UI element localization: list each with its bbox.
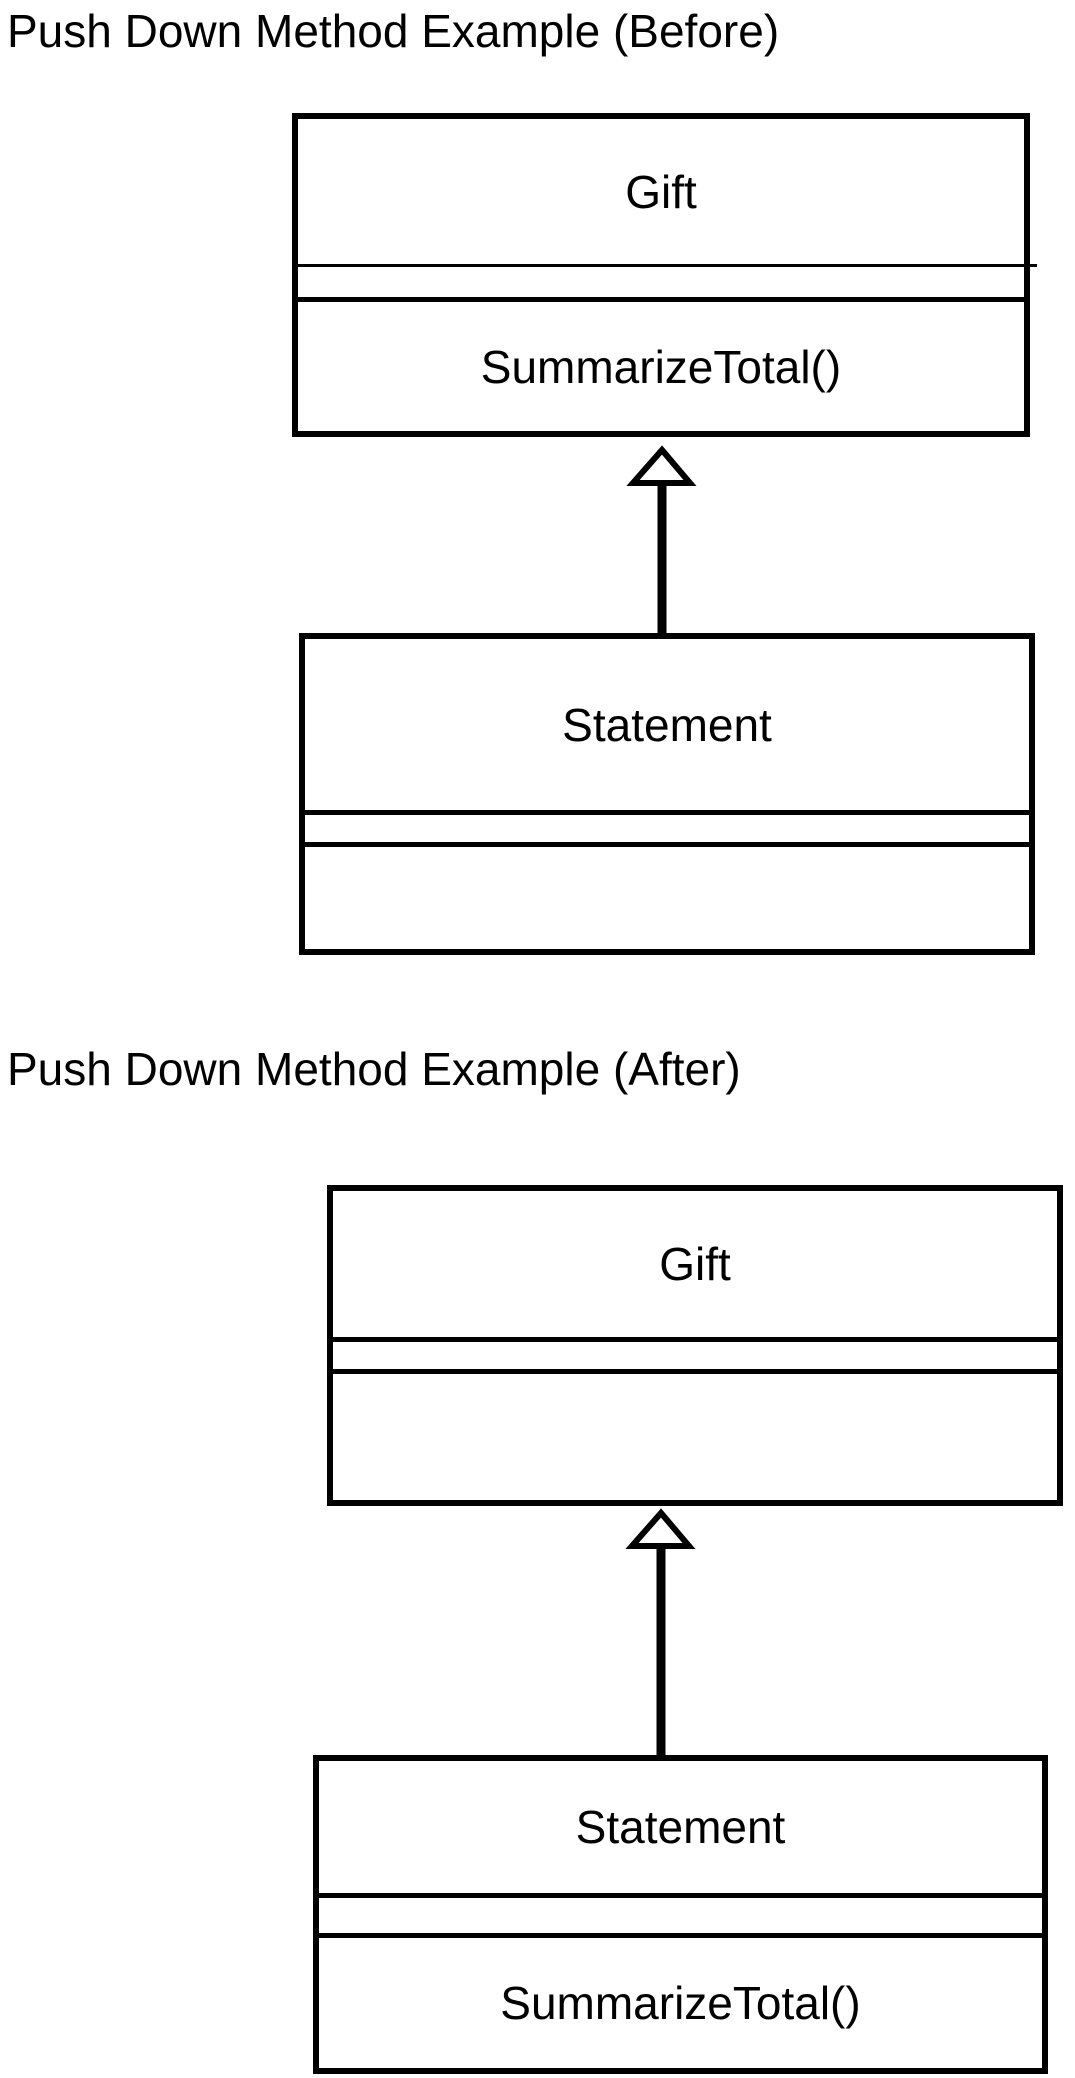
compartment-divider (305, 842, 1029, 847)
class-name-label: Statement (562, 698, 772, 751)
compartment-divider (298, 264, 1037, 267)
compartment-divider (333, 1369, 1057, 1374)
class-name-compartment: Gift (333, 1191, 1057, 1337)
class-name-compartment: Gift (298, 119, 1024, 264)
inheritance-arrow-after (625, 1508, 696, 1755)
methods-compartment (305, 847, 1029, 949)
class-name-compartment: Statement (305, 639, 1029, 810)
compartment-divider (298, 297, 1024, 302)
compartment-divider (333, 1337, 1057, 1342)
class-name-label: Statement (575, 1801, 786, 1853)
generalization-triangle-icon (625, 1508, 696, 1549)
methods-compartment: SummarizeTotal() (298, 302, 1024, 431)
method-label: SummarizeTotal() (480, 340, 842, 393)
methods-compartment (333, 1374, 1057, 1500)
compartment-divider (319, 1933, 1042, 1938)
compartment-divider (319, 1893, 1042, 1898)
diagram-title-before: Push Down Method Example (Before) (7, 5, 780, 57)
class-name-label: Gift (625, 165, 697, 218)
attributes-compartment (305, 815, 1029, 842)
attributes-compartment (319, 1898, 1042, 1933)
compartment-divider (305, 810, 1029, 815)
attributes-compartment (333, 1342, 1057, 1369)
diagram-title-after: Push Down Method Example (After) (7, 1043, 741, 1095)
attributes-compartment (298, 267, 1024, 297)
class-box-gift-after: Gift (327, 1185, 1063, 1506)
generalization-triangle-icon (626, 445, 697, 486)
class-name-label: Gift (659, 1238, 731, 1290)
inheritance-arrow-before (626, 445, 697, 633)
class-box-statement-after: Statement SummarizeTotal() (313, 1755, 1048, 2074)
class-name-compartment: Statement (319, 1761, 1042, 1893)
class-box-statement-before: Statement (299, 633, 1035, 955)
method-label: SummarizeTotal() (500, 1977, 861, 2029)
methods-compartment: SummarizeTotal() (319, 1938, 1042, 2068)
class-box-gift-before: Gift SummarizeTotal() (292, 113, 1037, 437)
